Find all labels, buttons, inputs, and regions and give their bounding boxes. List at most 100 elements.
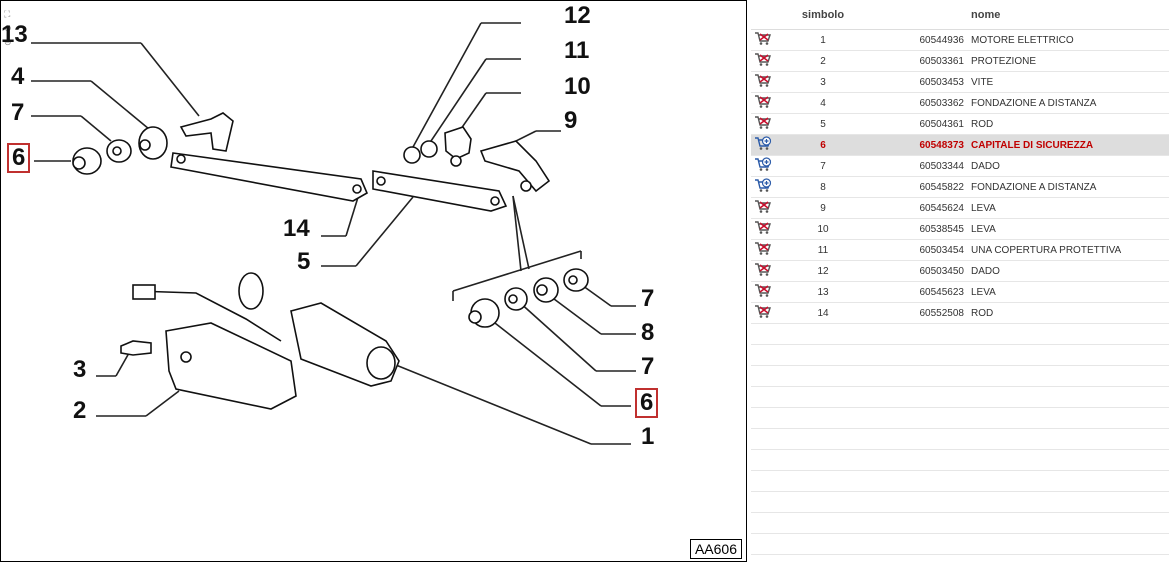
part-number: 13 (817, 286, 829, 298)
callout-7-right-top[interactable]: 7 (641, 285, 655, 312)
callout-11[interactable]: 11 (564, 37, 590, 64)
callout-1[interactable]: 1 (641, 423, 655, 450)
part-name: LEVA (971, 223, 996, 235)
part-number: 11 (817, 244, 829, 256)
callout-7[interactable]: 7 (11, 99, 25, 126)
cart-remove-icon[interactable] (754, 199, 772, 214)
part-name: VITE (971, 76, 994, 88)
cart-remove-icon[interactable] (754, 262, 772, 277)
cart-remove-icon[interactable] (754, 241, 772, 256)
callout-6-highlighted[interactable]: 6 (7, 143, 31, 173)
empty-row (751, 366, 1169, 387)
part-code: 60503450 (919, 265, 965, 277)
part-number: 8 (820, 181, 826, 193)
fit-icon[interactable]: ⛶ (4, 9, 11, 19)
callout-10[interactable]: 10 (564, 73, 591, 100)
part-name: UNA COPERTURA PROTETTIVA (971, 244, 1122, 256)
part-name: FONDAZIONE A DISTANZA (971, 97, 1097, 109)
parts-list: simbolo nome 1 60544936 MOTORE ELETTRICO 2 6… (751, 0, 1169, 564)
part-code: 60503361 (919, 55, 965, 67)
part-code: 60545624 (919, 202, 965, 214)
cart-remove-icon[interactable] (754, 52, 772, 67)
part-name: ROD (971, 118, 994, 130)
cart-add-icon[interactable] (754, 178, 772, 193)
part-name: FONDAZIONE A DISTANZA (971, 181, 1097, 193)
part-code: 60545822 (919, 181, 965, 193)
part-code: 60544936 (919, 34, 965, 46)
table-row[interactable]: 13 60545623 LEVA (751, 282, 1169, 303)
callout-7-right-bottom[interactable]: 7 (641, 353, 655, 380)
table-header-row: simbolo nome (751, 0, 1169, 30)
part-number: 4 (820, 97, 826, 109)
table-row[interactable]: 10 60538545 LEVA (751, 219, 1169, 240)
callout-3[interactable]: 3 (73, 356, 87, 383)
part-number: 3 (820, 76, 826, 88)
part-number: 1 (820, 34, 826, 46)
column-header-name: nome (970, 0, 1169, 30)
zoom-out-icon[interactable]: ⊖ (4, 37, 12, 47)
callout-9[interactable]: 9 (564, 107, 578, 134)
callout-13[interactable]: 13 (1, 21, 28, 48)
cart-remove-icon[interactable] (754, 283, 772, 298)
part-name: ROD (971, 307, 994, 319)
cart-add-icon[interactable] (754, 136, 772, 151)
part-name: MOTORE ELETTRICO (971, 34, 1074, 46)
part-code: 60503454 (919, 244, 965, 256)
part-number: 6 (793, 134, 853, 156)
part-code: 60538545 (919, 223, 965, 235)
part-code: 60548373 (853, 134, 970, 156)
part-number: 7 (820, 160, 826, 172)
part-name: LEVA (971, 286, 996, 298)
table-row[interactable]: 11 60503454 UNA COPERTURA PROTETTIVA (751, 240, 1169, 261)
cart-remove-icon[interactable] (754, 31, 772, 46)
table-row[interactable]: 8 60545822 FONDAZIONE A DISTANZA (751, 177, 1169, 198)
part-number: 10 (817, 223, 829, 235)
part-name: CAPITALE DI SICUREZZA (970, 134, 1169, 156)
empty-row (751, 471, 1169, 492)
part-code: 60503362 (919, 97, 965, 109)
callout-5[interactable]: 5 (297, 248, 311, 275)
table-row[interactable]: 4 60503362 FONDAZIONE A DISTANZA (751, 93, 1169, 114)
callout-12[interactable]: 12 (564, 2, 591, 29)
empty-row (751, 492, 1169, 513)
empty-row (751, 534, 1169, 555)
empty-row (751, 450, 1169, 471)
zoom-in-icon[interactable]: ⊕ (4, 23, 12, 33)
callout-14[interactable]: 14 (283, 215, 310, 242)
parts-table: simbolo nome 1 60544936 MOTORE ELETTRICO 2 6… (751, 0, 1169, 555)
table-row[interactable]: 1 60544936 MOTORE ELETTRICO (751, 30, 1169, 51)
cart-add-icon[interactable] (754, 157, 772, 172)
cart-remove-icon[interactable] (754, 73, 772, 88)
empty-row (751, 513, 1169, 534)
part-code: 60503344 (919, 160, 965, 172)
callout-2[interactable]: 2 (73, 397, 87, 424)
diagram-drawing (31, 22, 636, 445)
part-code: 60545623 (919, 286, 965, 298)
column-header-symbol: simbolo (793, 0, 853, 30)
callout-8[interactable]: 8 (641, 319, 655, 346)
callout-4[interactable]: 4 (11, 63, 25, 90)
zoom-tools: ⛶ ⊕ ⊖ (4, 9, 16, 51)
part-number: 5 (820, 118, 826, 130)
part-code: 60503453 (919, 76, 965, 88)
exploded-diagram: ⛶ ⊕ ⊖ (0, 0, 747, 562)
empty-row (751, 345, 1169, 366)
part-number: 2 (820, 55, 826, 67)
cart-remove-icon[interactable] (754, 304, 772, 319)
part-number: 9 (820, 202, 826, 214)
table-row[interactable]: 3 60503453 VITE (751, 72, 1169, 93)
cart-remove-icon[interactable] (754, 115, 772, 130)
cart-remove-icon[interactable] (754, 94, 772, 109)
cart-remove-icon[interactable] (754, 220, 772, 235)
part-code: 60552508 (919, 307, 965, 319)
empty-row (751, 429, 1169, 450)
callout-6-right-highlighted[interactable]: 6 (635, 388, 659, 418)
empty-row (751, 324, 1169, 345)
